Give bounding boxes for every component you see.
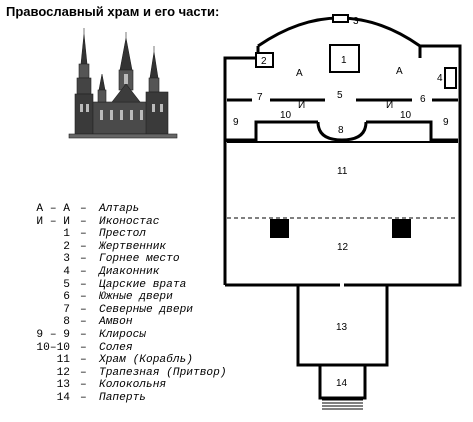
legend-key: 9 – 9 (36, 329, 70, 341)
plan-label-altar-left: А (296, 68, 303, 79)
plan-label-7: 7 (257, 92, 263, 103)
high-place (332, 14, 349, 23)
legend-key: 13 (56, 379, 70, 392)
church-illustration (68, 28, 178, 139)
legend-dash: – (80, 329, 87, 341)
legend-key: 7 (63, 303, 70, 316)
legend-label: Паперть (99, 392, 146, 404)
plan-label-10-left: 10 (280, 110, 292, 121)
legend-label: Алтарь (99, 203, 140, 215)
legend-key: И – И (36, 215, 70, 228)
legend-label: Северные двери (99, 303, 193, 316)
legend-key: А – А (36, 203, 70, 215)
legend-key: 14 (56, 392, 70, 404)
plan-label-4: 4 (437, 73, 443, 84)
diakonnik (444, 67, 457, 89)
plan-label-3: 3 (353, 16, 359, 27)
legend-label: Амвон (99, 316, 133, 329)
plan-label-iconostasis-left: И (298, 100, 305, 111)
legend-dash: – (80, 379, 87, 392)
legend-dash: – (80, 354, 87, 367)
plan-label-2: 2 (261, 56, 267, 67)
legend-dash: – (80, 341, 87, 354)
legend-label: Иконостас (99, 215, 160, 228)
plan-label-1: 1 (341, 55, 347, 66)
legend-label: Колокольня (99, 379, 167, 392)
legend-dash: – (80, 228, 87, 241)
legend-label: Царские врата (99, 278, 187, 291)
legend-key: 12 (56, 366, 70, 379)
legend-label: Трапезная (Притвор) (99, 366, 227, 379)
legend-dash: – (80, 253, 87, 266)
plan-label-iconostasis-right: И (386, 100, 393, 111)
pillar-right (392, 219, 411, 238)
table-of-oblation (255, 52, 274, 68)
legend-key: 5 (63, 278, 70, 291)
legend-dash: – (80, 392, 87, 404)
porch-walls (318, 365, 367, 400)
legend-dash: – (80, 278, 87, 291)
plan-label-8: 8 (338, 125, 344, 136)
plan-label-14: 14 (336, 378, 348, 389)
legend-label: Горнее место (99, 253, 180, 266)
legend-dash: – (80, 291, 87, 304)
legend-label: Солея (99, 341, 133, 354)
plan-label-6: 6 (420, 94, 426, 105)
legend-key: 10–10 (36, 341, 70, 354)
legend-label: Храм (Корабль) (99, 354, 193, 367)
altar-table (329, 44, 360, 73)
legend-key: 1 (63, 228, 70, 241)
legend-label: Престол (99, 228, 146, 241)
legend-dash: – (80, 203, 87, 215)
plan-label-12: 12 (337, 242, 349, 253)
legend-dash: – (80, 266, 87, 278)
legend-key: 11 (56, 354, 70, 367)
legend-label: Клиросы (99, 329, 146, 341)
legend-dash: – (80, 215, 87, 228)
plan-label-5: 5 (337, 90, 343, 101)
plan-label-9-left: 9 (233, 117, 239, 128)
legend-key: 4 (63, 266, 70, 278)
legend-key: 8 (63, 316, 70, 329)
legend-dash: – (80, 240, 87, 253)
legend-dash: – (80, 366, 87, 379)
plan-label-altar-right: А (396, 66, 403, 77)
legend-label: Жертвенник (99, 240, 167, 253)
legend-dash: – (80, 303, 87, 316)
legend-key: 2 (63, 240, 70, 253)
bell-tower-walls (296, 285, 389, 367)
plan-label-9-right: 9 (443, 117, 449, 128)
legend-key: 6 (63, 291, 70, 304)
legend-dash: – (80, 316, 87, 329)
legend-key: 3 (63, 253, 70, 266)
legend-label: Диаконник (99, 266, 160, 278)
diagram-title: Православный храм и его части: (6, 4, 220, 19)
plan-label-10-right: 10 (400, 110, 412, 121)
plan-label-11: 11 (337, 166, 348, 177)
pillar-left (270, 219, 289, 238)
legend-label: Южные двери (99, 291, 173, 304)
plan-label-13: 13 (336, 322, 348, 333)
